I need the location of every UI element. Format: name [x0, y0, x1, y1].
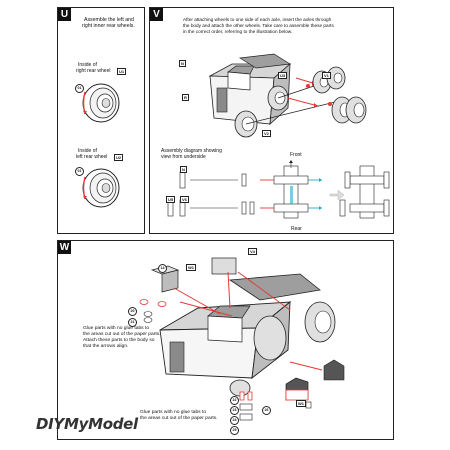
panel-v-instruction-2: the body and attach the other wheels. Ta… [183, 23, 334, 28]
part-circle-14: 14 [158, 264, 167, 273]
part-circle-25: 25 [230, 426, 239, 435]
glue-text-2-line-2: the areas cut out of the paper parts. [140, 416, 218, 421]
part-label-w1: W1 [186, 264, 196, 271]
part-circle-26: 26 [262, 406, 271, 415]
panel-u-instruction-2: right inner rear wheels. [82, 23, 135, 29]
left-rear-wheel-illustration [82, 168, 120, 208]
panel-v-letter: V [150, 8, 163, 21]
part-label-v-v2: V2 [262, 130, 271, 137]
part-label-w1-b: W1 [296, 400, 306, 407]
glue-text-1-line-3: Attach these parts to the body so [83, 338, 155, 343]
glue-text-2-line-1: Glue parts with no glue tabs to [140, 410, 207, 415]
panel-v-instruction-3: in the correct order, referring to the i… [183, 29, 293, 34]
part-circle-21: 21 [128, 318, 137, 327]
part-label-v-u5: U5 [166, 196, 176, 203]
tab-parts-column [239, 391, 253, 421]
glue-text-1-line-4: that the arrows align. [83, 344, 129, 349]
brand-logo: DIYMyModel [36, 415, 138, 433]
glue-text-1-line-2: the areas cut out of the paper parts. [83, 332, 161, 337]
panel-u-instruction-1: Assemble the left and [84, 17, 134, 23]
right-wheel-caption-1: Inside of [78, 62, 97, 68]
part-circle-01-b: 01 [75, 167, 84, 176]
part-circle-22: 22 [230, 396, 239, 405]
part-circle-24: 24 [230, 416, 239, 425]
truck-axle-illustration [208, 53, 367, 138]
part-label-u1: U1 [117, 68, 127, 75]
part-label-v-v1: V1 [322, 72, 331, 79]
part-label-v-u3: U3 [278, 72, 288, 79]
panel-u-letter: U [58, 8, 71, 21]
part-circle-23: 23 [230, 406, 239, 415]
part-label-v-r: R [182, 94, 189, 101]
panel-w-letter: W [58, 241, 71, 254]
part-label-v-v6: V6 [180, 196, 189, 203]
diagram-caption-1: Assembly diagram showing [161, 148, 222, 154]
part-circle-01-a: 01 [75, 84, 84, 93]
panel-v-instruction-1: After attaching wheels to one side of ea… [183, 17, 332, 22]
part-label-v-n2: N [180, 166, 187, 173]
part-label-v4: V4 [248, 248, 257, 255]
assembly-diagram [167, 160, 390, 219]
left-wheel-caption-1: Inside of [78, 148, 97, 154]
left-wheel-caption-2: left rear wheel [76, 154, 108, 160]
right-rear-wheel-illustration [82, 83, 120, 123]
truck-detail-illustration [150, 257, 345, 397]
glue-text-1-line-1: Glue parts with no glue tabs to [83, 326, 150, 331]
small-oval-parts [139, 299, 167, 323]
part-label-v-n: N [179, 60, 186, 67]
rear-label: Rear [291, 226, 302, 232]
right-wheel-caption-2: right rear wheel [76, 68, 111, 74]
part-label-u2: U2 [114, 154, 124, 161]
front-label: Front [290, 152, 302, 158]
part-circle-20: 20 [128, 307, 137, 316]
diagram-caption-2: view from underside [161, 154, 206, 160]
